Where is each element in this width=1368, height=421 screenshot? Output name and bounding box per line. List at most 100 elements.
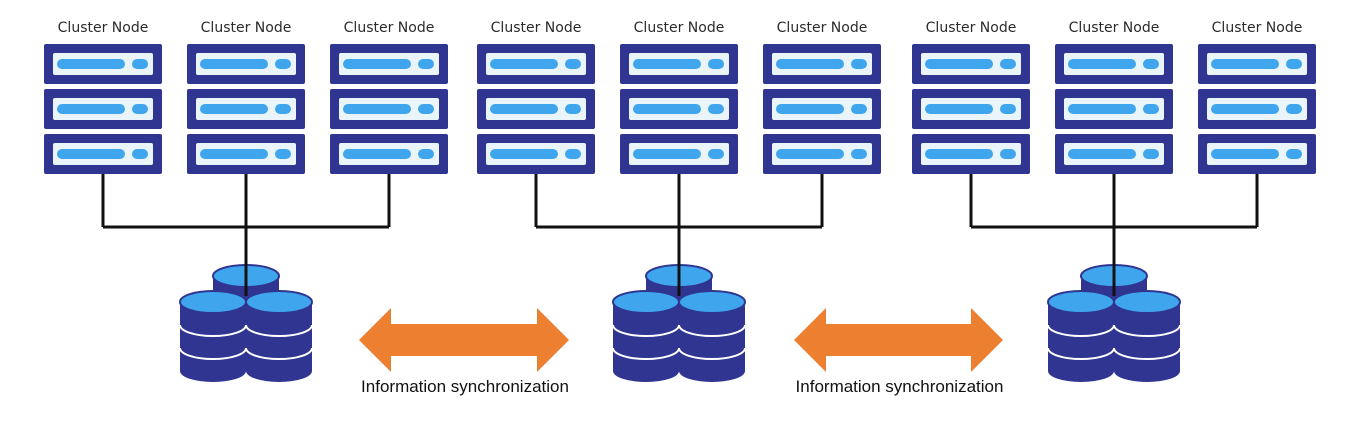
server-led-bar bbox=[1068, 104, 1136, 114]
db-top bbox=[179, 290, 247, 314]
server-led-bar bbox=[200, 149, 268, 159]
server-led-bar bbox=[925, 104, 993, 114]
db-top bbox=[1047, 290, 1115, 314]
server-led-bar bbox=[633, 104, 701, 114]
database-icon bbox=[612, 264, 746, 382]
db-ring bbox=[612, 347, 680, 360]
db-ring bbox=[1047, 324, 1115, 337]
server-led-bar bbox=[343, 149, 411, 159]
db-ring bbox=[245, 324, 313, 337]
server-led bbox=[1000, 59, 1016, 69]
server-led-bar bbox=[1068, 149, 1136, 159]
db-top bbox=[678, 290, 746, 314]
db-ring bbox=[1113, 324, 1181, 337]
server-led-bar bbox=[200, 104, 268, 114]
cluster-node-label: Cluster Node bbox=[58, 20, 149, 36]
db-top bbox=[1113, 290, 1181, 314]
server-led bbox=[132, 149, 148, 159]
server-led-bar bbox=[343, 59, 411, 69]
server-led bbox=[708, 104, 724, 114]
cluster-node-label: Cluster Node bbox=[1069, 20, 1160, 36]
db-ring bbox=[179, 324, 247, 337]
db-bottom bbox=[1114, 360, 1180, 382]
cluster-node-label: Cluster Node bbox=[777, 20, 868, 36]
server-led bbox=[1286, 149, 1302, 159]
db-ring bbox=[612, 324, 680, 337]
server-icon bbox=[1055, 44, 1173, 174]
cluster-node-label: Cluster Node bbox=[201, 20, 292, 36]
server-led bbox=[418, 59, 434, 69]
server-icon bbox=[763, 44, 881, 174]
db-top bbox=[245, 290, 313, 314]
double-arrow-icon bbox=[359, 308, 569, 372]
server-led-bar bbox=[57, 149, 125, 159]
db-ring bbox=[678, 347, 746, 360]
server-led-bar bbox=[925, 149, 993, 159]
server-led bbox=[132, 104, 148, 114]
cluster-node-label: Cluster Node bbox=[634, 20, 725, 36]
server-led-bar bbox=[1068, 59, 1136, 69]
server-led-bar bbox=[200, 59, 268, 69]
server-icon bbox=[187, 44, 305, 174]
server-icon bbox=[620, 44, 738, 174]
db-ring bbox=[179, 347, 247, 360]
server-led bbox=[565, 149, 581, 159]
server-icon bbox=[44, 44, 162, 174]
db-bottom bbox=[613, 360, 679, 382]
server-led-bar bbox=[57, 59, 125, 69]
server-led-bar bbox=[776, 59, 844, 69]
server-icon bbox=[912, 44, 1030, 174]
server-icon bbox=[1198, 44, 1316, 174]
server-icon bbox=[330, 44, 448, 174]
cluster-node-label: Cluster Node bbox=[491, 20, 582, 36]
db-bottom bbox=[246, 360, 312, 382]
server-led bbox=[708, 59, 724, 69]
server-led-bar bbox=[1211, 59, 1279, 69]
server-led bbox=[1143, 149, 1159, 159]
sync-label: Information synchronization bbox=[361, 377, 569, 396]
server-led bbox=[1143, 59, 1159, 69]
db-bottom bbox=[180, 360, 246, 382]
server-led-bar bbox=[776, 149, 844, 159]
db-top bbox=[612, 290, 680, 314]
server-led bbox=[565, 104, 581, 114]
server-led-bar bbox=[1211, 149, 1279, 159]
sync-arrow bbox=[359, 308, 569, 372]
server-led-bar bbox=[633, 59, 701, 69]
server-led bbox=[565, 59, 581, 69]
sync-label: Information synchronization bbox=[796, 377, 1004, 396]
server-led bbox=[1000, 104, 1016, 114]
database-icon bbox=[1047, 264, 1181, 382]
cluster-node-label: Cluster Node bbox=[344, 20, 435, 36]
server-led bbox=[1143, 104, 1159, 114]
server-led-bar bbox=[490, 149, 558, 159]
server-led bbox=[851, 104, 867, 114]
server-led bbox=[851, 59, 867, 69]
server-led-bar bbox=[57, 104, 125, 114]
server-led bbox=[275, 104, 291, 114]
server-led bbox=[418, 104, 434, 114]
db-bottom bbox=[1048, 360, 1114, 382]
cluster-node-label: Cluster Node bbox=[1212, 20, 1303, 36]
server-led bbox=[851, 149, 867, 159]
double-arrow-icon bbox=[794, 308, 1003, 372]
db-ring bbox=[1047, 347, 1115, 360]
server-led-bar bbox=[633, 149, 701, 159]
server-led-bar bbox=[925, 59, 993, 69]
server-led bbox=[132, 59, 148, 69]
server-icon bbox=[477, 44, 595, 174]
server-led bbox=[275, 59, 291, 69]
db-ring bbox=[678, 324, 746, 337]
server-led-bar bbox=[343, 104, 411, 114]
db-bottom bbox=[679, 360, 745, 382]
cluster-node-label: Cluster Node bbox=[926, 20, 1017, 36]
server-led bbox=[708, 149, 724, 159]
server-led-bar bbox=[1211, 104, 1279, 114]
sync-arrow bbox=[794, 308, 1003, 372]
db-ring bbox=[245, 347, 313, 360]
server-led bbox=[1286, 104, 1302, 114]
db-ring bbox=[1113, 347, 1181, 360]
server-led bbox=[418, 149, 434, 159]
server-led-bar bbox=[776, 104, 844, 114]
